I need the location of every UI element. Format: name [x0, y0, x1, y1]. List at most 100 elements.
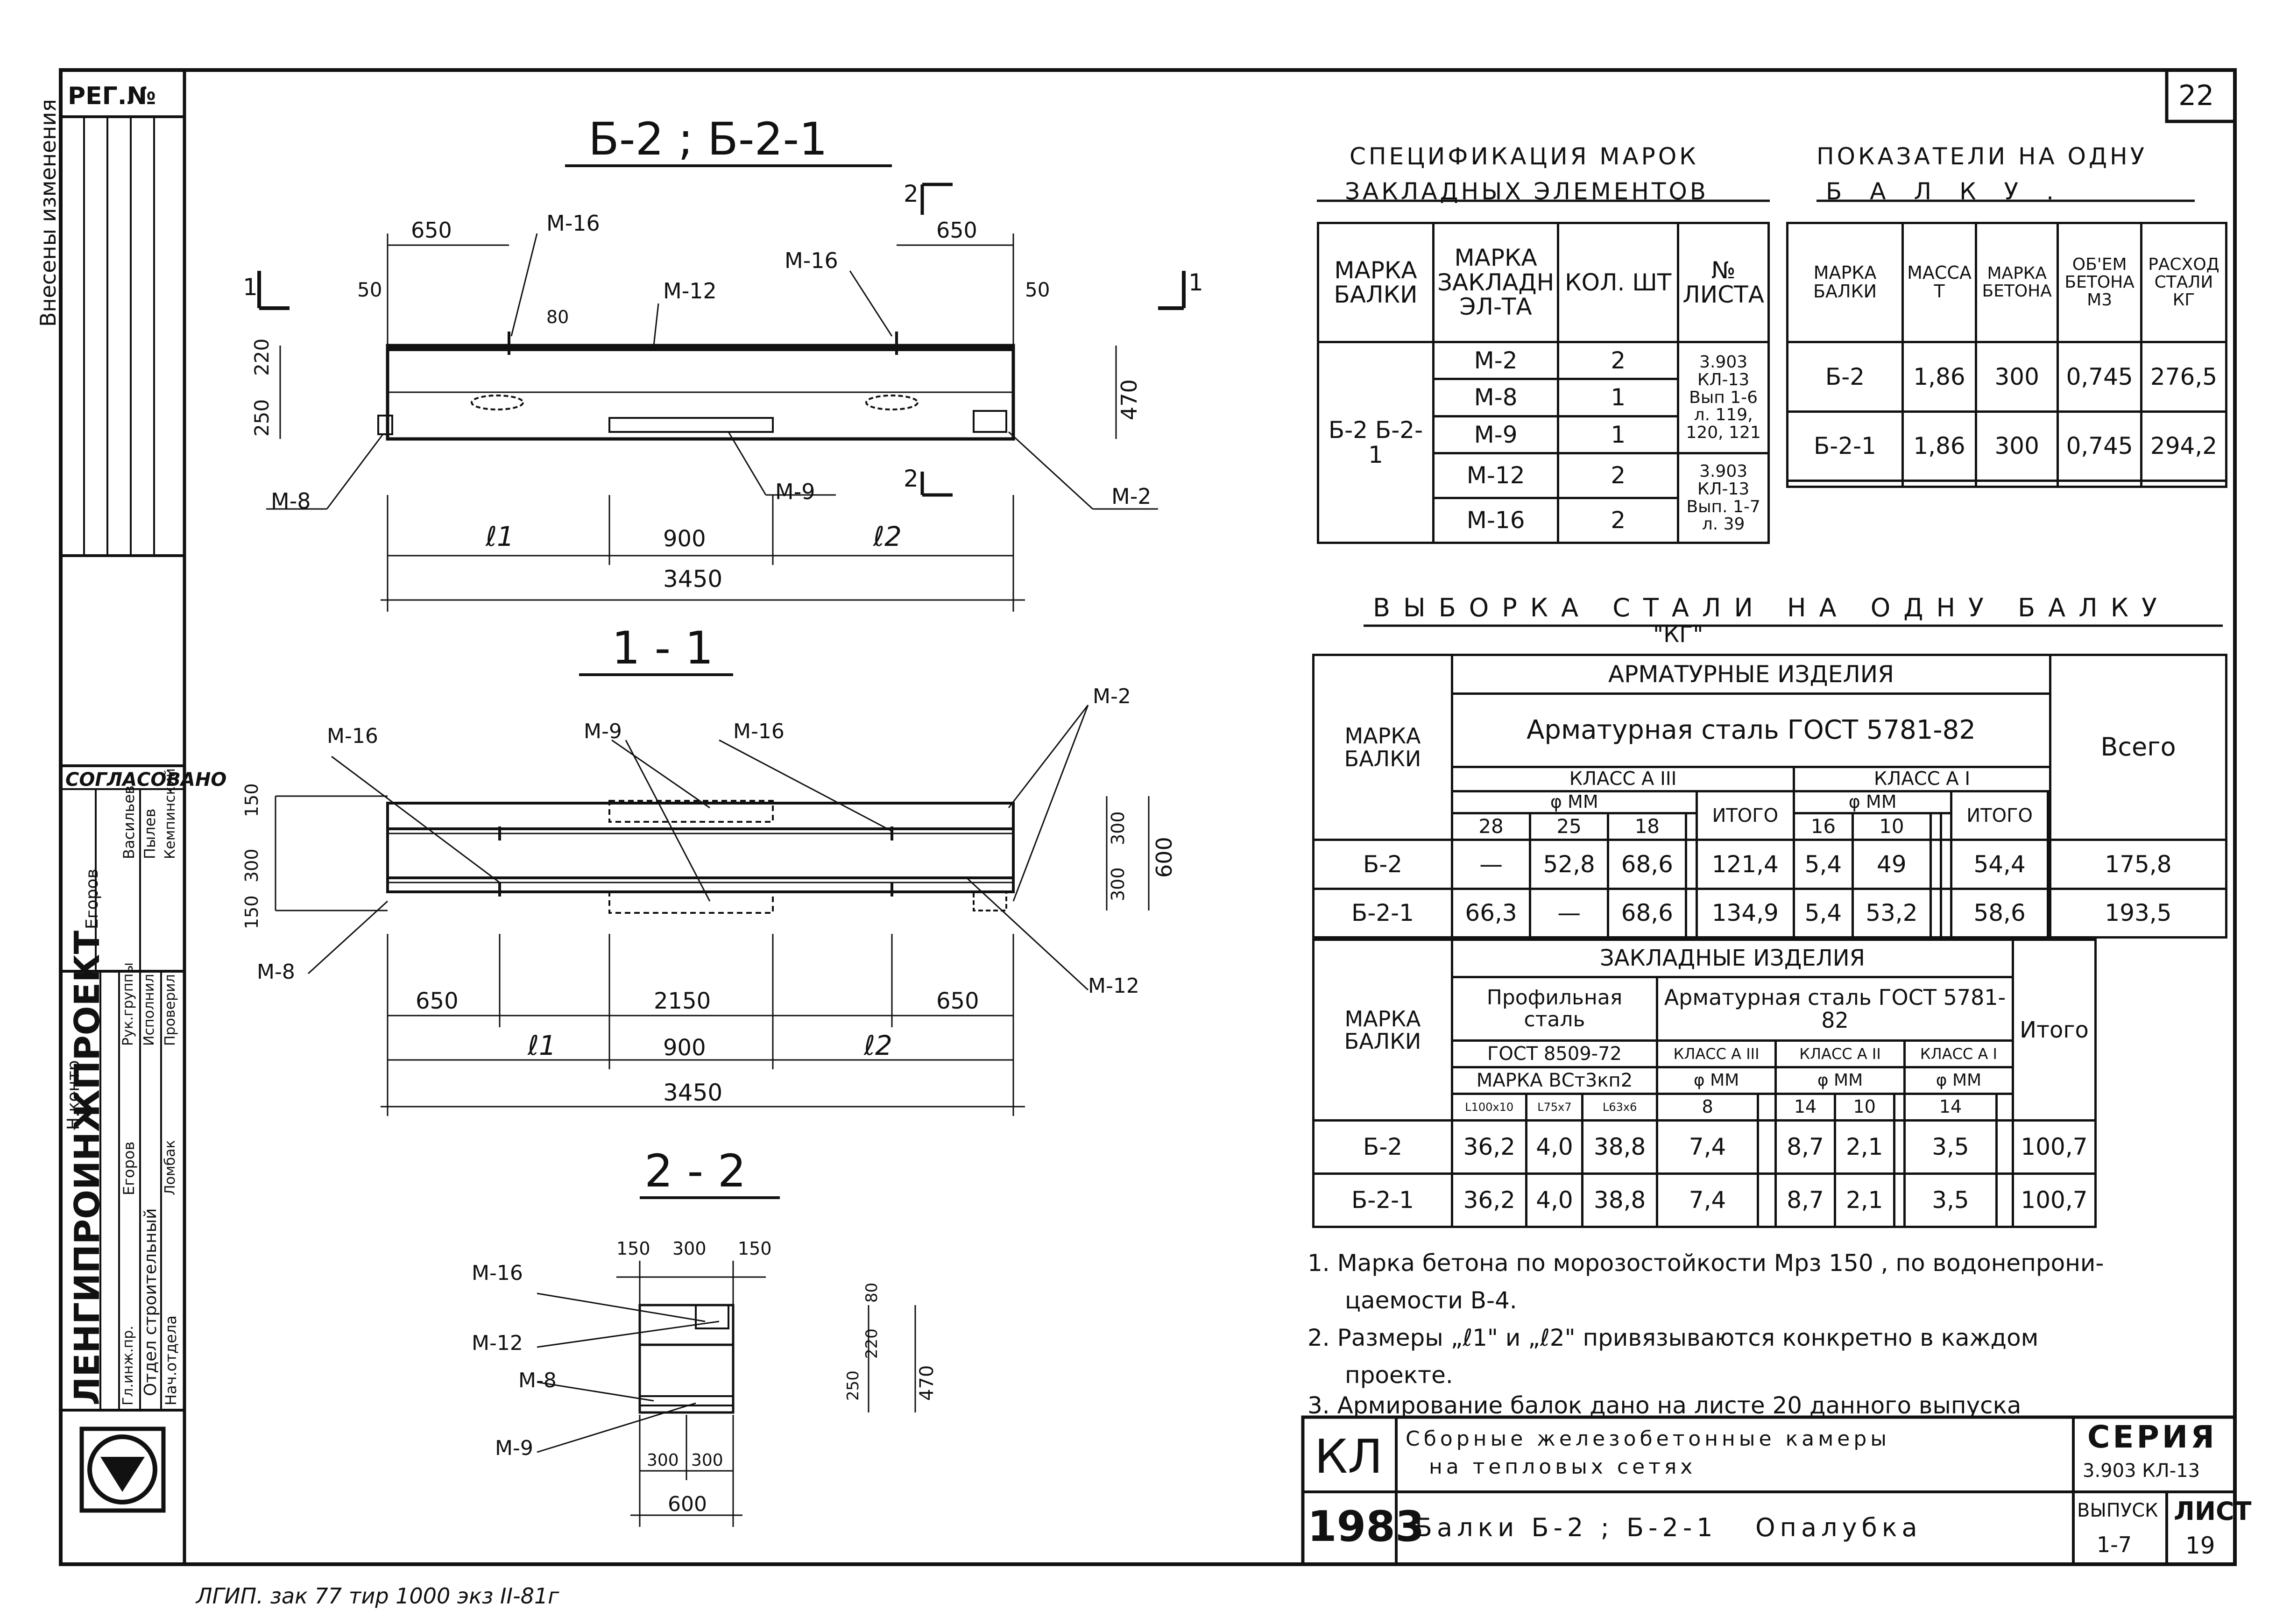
emb-d-empty	[1995, 1093, 2014, 1122]
s11-dim-300c: 300	[1108, 867, 1128, 901]
emb-cell: 38,8	[1581, 1172, 1658, 1228]
s11-label-m2: М-2	[1093, 685, 1131, 708]
main-dim-250: 250	[250, 399, 273, 437]
emb-cell-empty	[1757, 1119, 1777, 1175]
spec-mark: М-9	[1432, 415, 1560, 455]
stamp-person-1: Егоров	[83, 868, 102, 929]
steel-diam: 16	[1793, 812, 1854, 841]
ind-cell: 300	[1975, 341, 2059, 413]
s11-dim-650a: 650	[416, 988, 459, 1014]
s22-dim-600: 600	[668, 1492, 707, 1516]
s22-dim-470: 470	[916, 1365, 938, 1401]
indicators-title-1: ПОКАЗАТЕЛИ НА ОДНУ	[1816, 143, 2148, 170]
ind-cell: Б-2	[1786, 341, 1904, 413]
main-dim-3450: 3450	[663, 565, 723, 593]
s11-dim-3450: 3450	[663, 1079, 723, 1106]
steel-table-rebar: МАРКА БАЛКИ АРМАТУРНЫЕ ИЗДЕЛИЯ Всего Арм…	[1312, 653, 2227, 939]
emb-cell: 8,7	[1774, 1119, 1836, 1175]
spec-mark: М-2	[1432, 340, 1560, 381]
main-section-mark-right: 1	[1188, 269, 1203, 296]
steel-cell: 68,6	[1607, 887, 1688, 939]
s11-dim-150a: 150	[241, 783, 262, 817]
spec-h-qty: КОЛ. ШТ	[1557, 222, 1680, 343]
steel-h-class-a1: КЛАСС А I	[1793, 765, 2051, 793]
s11-label-m8: М-8	[257, 960, 295, 984]
tb-desc-1: Сборные железобетонные камеры	[1406, 1427, 1891, 1451]
ind-cell: 300	[1975, 410, 2059, 482]
stamp-changes-title: Внесены изменения	[35, 99, 61, 327]
s11-label-m16a: М-16	[327, 724, 378, 748]
emb-h-phi-a1: φ ММ	[1903, 1066, 2014, 1095]
steel-diam: 28	[1450, 812, 1532, 841]
spec-qty: 1	[1557, 378, 1680, 417]
steel-h-phi-a3: φ ММ	[1451, 790, 1698, 814]
steel-cell-empty	[1685, 839, 1698, 890]
tb-code: КЛ	[1315, 1429, 1383, 1484]
s22-dim-220: 220	[862, 1328, 881, 1359]
main-label-m12: М-12	[663, 278, 717, 304]
emb-row-mark: Б-2	[1312, 1119, 1453, 1175]
page-number-box	[2165, 68, 2237, 123]
ind-cell: 0,745	[2057, 341, 2142, 413]
stamp-person-2: Васильев	[120, 785, 138, 859]
emb-cell-empty	[1995, 1172, 2014, 1228]
s22-label-m9: М-9	[495, 1436, 533, 1460]
emb-d: 14	[1903, 1093, 1998, 1122]
emb-row-mark: Б-2-1	[1312, 1172, 1453, 1228]
side-stamp-lines	[61, 70, 186, 1564]
title-block-lines	[1301, 1415, 2237, 1566]
main-dim-80: 80	[546, 307, 569, 327]
emb-d-empty	[1757, 1093, 1777, 1122]
ind-cell: 0,745	[2057, 410, 2142, 482]
ind-h-4: РАСХОД СТАЛИ КГ	[2140, 222, 2228, 343]
main-label-m8: М-8	[271, 488, 311, 514]
s11-dim-300a: 300	[241, 848, 262, 883]
main-label-m16a: М-16	[546, 211, 600, 236]
steel-h-total: Всего	[2049, 653, 2227, 841]
tb-sheet-title: Балки Б-2 ; Б-2-1 Опалубка	[1415, 1513, 1922, 1542]
steel-cell: 66,3	[1450, 887, 1532, 939]
emb-cell: 4,0	[1525, 1119, 1584, 1175]
ind-cell: 276,5	[2140, 341, 2228, 413]
steel-cell-empty	[1940, 839, 1953, 890]
s22-dim-300: 300	[672, 1238, 707, 1259]
view-section22-title: 2 - 2	[644, 1145, 746, 1197]
spec-ref-a: 3.903 КЛ-13 Вып 1-6	[1689, 353, 1758, 407]
steel-cell: 53,2	[1851, 887, 1932, 939]
note-line-1: 1. Марка бетона по морозостойкости Мрз 1…	[1308, 1250, 2104, 1277]
emb-h-a3: КЛАСС А III	[1655, 1039, 1777, 1069]
steel-h-itogo-a1: ИТОГО	[1950, 790, 2049, 841]
spec-h-emb: МАРКА ЗАКЛАДН ЭЛ-ТА	[1432, 222, 1560, 343]
stamp-name-2: Ломбак	[162, 1140, 178, 1195]
emb-d-empty	[1893, 1093, 1906, 1122]
emb-cell: 7,4	[1655, 1172, 1760, 1228]
emb-d: 8	[1655, 1093, 1760, 1122]
s22-label-m8: М-8	[518, 1369, 557, 1392]
main-label-m9: М-9	[775, 479, 815, 504]
steel-row-mark: Б-2-1	[1312, 887, 1453, 939]
steel-cell: 134,9	[1695, 887, 1795, 939]
tb-series-label: СЕРИЯ	[2087, 1419, 2217, 1455]
ind-cell: Б-2-1	[1786, 410, 1904, 482]
steel-diam: 25	[1529, 812, 1610, 841]
s22-dim-150a: 150	[616, 1238, 650, 1259]
tb-sheet-label: ЛИСТ	[2174, 1497, 2252, 1526]
steel-diam: 18	[1607, 812, 1688, 841]
steel-cell: 193,5	[2049, 887, 2227, 939]
ind-empty	[1786, 480, 1904, 488]
tb-series-value: 3.903 КЛ-13	[2083, 1460, 2200, 1482]
main-label-m2: М-2	[1111, 484, 1152, 509]
emb-h-title: ЗАКЛАДНЫЕ ИЗДЕЛИЯ	[1451, 939, 2014, 978]
ind-h-2: МАРКА БЕТОНА	[1975, 222, 2059, 343]
spec-title-2: ЗАКЛАДНЫХ ЭЛЕМЕНТОВ	[1345, 178, 1709, 205]
s22-label-m16: М-16	[472, 1261, 523, 1285]
main-dim-900: 900	[663, 526, 706, 552]
emb-cell: 7,4	[1655, 1119, 1760, 1175]
s22-dim-250: 250	[844, 1370, 862, 1401]
steel-cell: 121,4	[1695, 839, 1795, 890]
main-dim-50b: 50	[1025, 278, 1050, 301]
ind-cell: 294,2	[2140, 410, 2228, 482]
spec-h-beam: МАРКА БАЛКИ	[1317, 222, 1435, 343]
tb-issue-label: ВЫПУСК	[2077, 1500, 2158, 1521]
